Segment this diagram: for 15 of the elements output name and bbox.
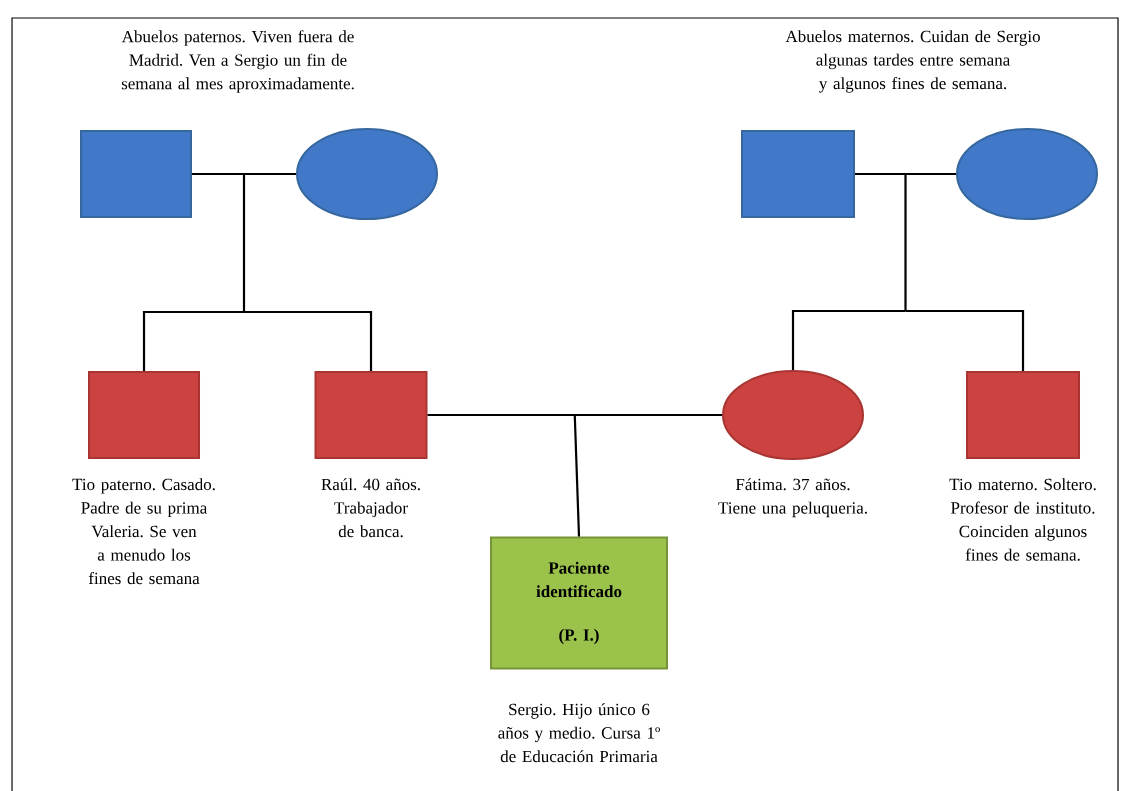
description-text: Tio materno. Soltero. Profesor de instituto. Coinciden algunos fines de semana.: [949, 478, 1096, 561]
description-text: Fátima. 37 años. Tiene una peluqueria.: [718, 478, 867, 518]
male-square: [80, 130, 192, 218]
caption: Abuelos maternos. Cuidan de Sergio algunas tardes entre semana y algunos fines de semana.: [785, 30, 1040, 93]
description-text: Raúl. 40 años. Trabajador de banca.: [321, 478, 420, 538]
descent-line: [142, 172, 373, 371]
female-circle: [296, 128, 438, 220]
female-circle: [956, 128, 1098, 220]
caption: Abuelos paternos. Viven fuera de Madrid. Ven a Sergio un fin de semana al mes aproximadamente.: [121, 30, 354, 93]
patient-box: Paciente identificado (P. I.): [490, 536, 668, 670]
description-text: Sergio. Hijo único 6 años y medio. Cursa 1º de Educación Primaria: [498, 703, 660, 763]
description-text: Tio paterno. Casado. Padre de su prima Valeria. Se ven a menudo los fines de semana: [72, 478, 215, 585]
male-square: [741, 130, 855, 218]
descent-line: [791, 172, 1025, 371]
descent-line: [427, 413, 722, 537]
